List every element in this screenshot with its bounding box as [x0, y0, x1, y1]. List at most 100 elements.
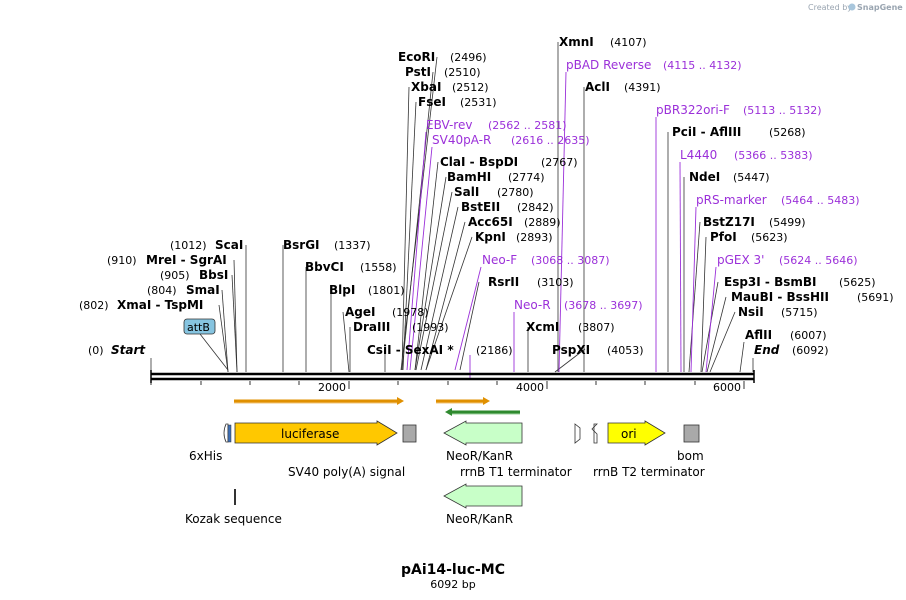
site-name[interactable]: RsrII: [488, 275, 519, 289]
site-name[interactable]: PstI: [405, 65, 431, 79]
site-name[interactable]: PciI - AflIII: [672, 125, 741, 139]
site-name[interactable]: XbaI: [411, 80, 441, 94]
site-name[interactable]: BstZ17I: [703, 215, 755, 229]
site-name[interactable]: NdeI: [689, 170, 720, 184]
site-position: (3103): [537, 276, 574, 289]
site-name[interactable]: EcoRI: [398, 50, 435, 64]
start-position: (0): [88, 344, 104, 357]
bom-feature[interactable]: [683, 424, 700, 443]
primer-name[interactable]: Neo-R: [514, 298, 551, 312]
ori-label: ori: [621, 427, 637, 441]
sv40-polya-feature[interactable]: [402, 424, 417, 443]
attb-feature[interactable]: attB: [183, 318, 229, 371]
sequence-ends: (0) Start End (6092): [88, 343, 829, 357]
site-position: (5625): [839, 276, 876, 289]
site-name[interactable]: Esp3I - BsmBI: [724, 275, 816, 289]
neokan-label: NeoR/KanR: [446, 449, 513, 463]
end-label: End: [754, 343, 780, 357]
primers: pBAD Reverse (4115 .. 4132) EBV-rev (256…: [426, 58, 860, 312]
site-name[interactable]: PfoI: [710, 230, 737, 244]
site-name[interactable]: BlpI: [329, 283, 355, 297]
site-name[interactable]: CsiI - SexAI *: [367, 343, 454, 357]
site-position: (802): [79, 299, 109, 312]
orf-arrow-icon: [397, 397, 404, 405]
bom-label: bom: [677, 449, 704, 463]
luciferase-feature[interactable]: [234, 420, 398, 446]
orf-arrow-icon: [483, 397, 490, 405]
site-position: (1012): [170, 239, 207, 252]
site-name[interactable]: BbsI: [199, 268, 228, 282]
rrnbt2-terminator-icon[interactable]: [591, 423, 598, 444]
site-position: (5691): [857, 291, 894, 304]
attb-label: attB: [187, 321, 210, 334]
snapgene-credit: Created by SnapGene: [808, 3, 903, 12]
neokan-feature[interactable]: [443, 420, 523, 446]
primer-range: (3068 .. 3087): [531, 254, 610, 267]
site-name[interactable]: ClaI - BspDI: [440, 155, 518, 169]
site-name[interactable]: XmaI - TspMI: [117, 298, 203, 312]
site-name[interactable]: BstEII: [461, 200, 500, 214]
primer-name[interactable]: EBV-rev: [426, 118, 472, 132]
credit-brand: SnapGene: [857, 3, 903, 12]
site-name[interactable]: SmaI: [186, 283, 220, 297]
site-name[interactable]: XmnI: [559, 35, 594, 49]
primer-name[interactable]: Neo-F: [482, 253, 517, 267]
site-name[interactable]: AclI: [585, 80, 610, 94]
site-name[interactable]: MauBI - BssHII: [731, 290, 829, 304]
primer-name[interactable]: pRS-marker: [696, 193, 767, 207]
ori-feature[interactable]: [607, 420, 666, 446]
site-position: (2893): [516, 231, 553, 244]
site-position: (1978): [392, 306, 429, 319]
site-position: (804): [147, 284, 177, 297]
site-name[interactable]: BsrGI: [283, 238, 320, 252]
site-name[interactable]: PspXI: [552, 343, 590, 357]
restriction-sites: XmnI (4107) EcoRI (2496) PstI (2510) Xba…: [79, 35, 894, 357]
site-name[interactable]: XcmI: [526, 320, 559, 334]
site-position: (1337): [334, 239, 371, 252]
site-position: (4107): [610, 36, 647, 49]
primer-name[interactable]: SV40pA-R: [432, 133, 491, 147]
site-position: (1993): [412, 321, 449, 334]
site-name[interactable]: KpnI: [475, 230, 506, 244]
primer-range: (5464 .. 5483): [781, 194, 860, 207]
promoter-icon: [223, 423, 229, 443]
features: 6xHis luciferase SV40 poly(A) signal Neo…: [185, 420, 705, 526]
sixhis-feature[interactable]: [227, 424, 232, 443]
site-name[interactable]: SalI: [454, 185, 479, 199]
site-position: (1801): [368, 284, 405, 297]
start-label: Start: [111, 343, 146, 357]
primer-name[interactable]: pBAD Reverse: [566, 58, 651, 72]
sixhis-label: 6xHis: [189, 449, 222, 463]
backbone: [150, 370, 755, 383]
primer-name[interactable]: pGEX 3': [717, 253, 764, 267]
luciferase-label: luciferase: [281, 427, 339, 441]
sv40-label: SV40 poly(A) signal: [288, 465, 405, 479]
site-name[interactable]: BamHI: [447, 170, 491, 184]
site-name[interactable]: AgeI: [345, 305, 375, 319]
neokan-feature-2[interactable]: [443, 483, 523, 509]
primer-range: (4115 .. 4132): [663, 59, 742, 72]
primer-leader-lines: [406, 71, 717, 380]
site-position: (5499): [769, 216, 806, 229]
rrnbt1-label: rrnB T1 terminator: [460, 465, 572, 479]
site-name[interactable]: FseI: [418, 95, 446, 109]
site-name[interactable]: Acc65I: [468, 215, 513, 229]
site-position: (5447): [733, 171, 770, 184]
site-position: (5623): [751, 231, 788, 244]
primer-name[interactable]: pBR322ori-F: [656, 103, 730, 117]
site-position: (2842): [517, 201, 554, 214]
snapgene-logo-icon: [848, 3, 856, 11]
site-name[interactable]: NsiI: [738, 305, 764, 319]
primer-range: (5366 .. 5383): [734, 149, 813, 162]
site-name[interactable]: BbvCI: [305, 260, 344, 274]
site-position: (5715): [781, 306, 818, 319]
primer-name[interactable]: L4440: [680, 148, 717, 162]
site-name[interactable]: AflII: [745, 328, 772, 342]
site-position: (4053): [607, 344, 644, 357]
site-name[interactable]: DraIII: [353, 320, 390, 334]
rrnbt1-terminator-icon[interactable]: [574, 423, 581, 444]
ruler: 2000 4000 6000: [150, 381, 745, 394]
site-name[interactable]: ScaI: [215, 238, 243, 252]
site-name[interactable]: MreI - SgrAI: [146, 253, 227, 267]
